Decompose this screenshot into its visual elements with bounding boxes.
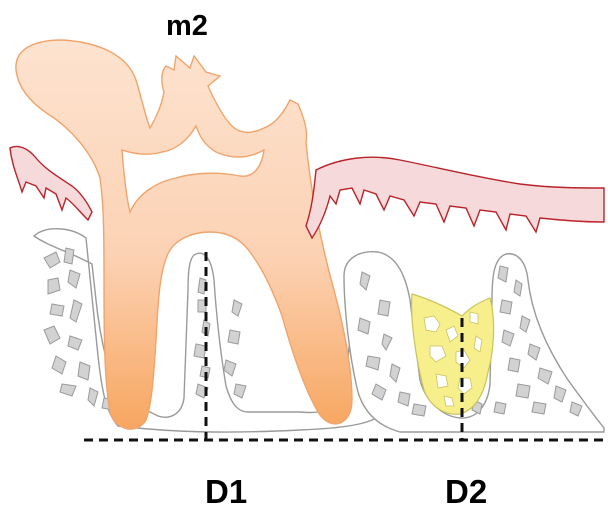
gingiva-right xyxy=(306,157,604,238)
site-label-d1: D1 xyxy=(205,475,247,508)
tooth-label-m2: m2 xyxy=(166,12,208,41)
site-label-d2: D2 xyxy=(445,475,487,508)
gingiva-left xyxy=(10,146,92,220)
